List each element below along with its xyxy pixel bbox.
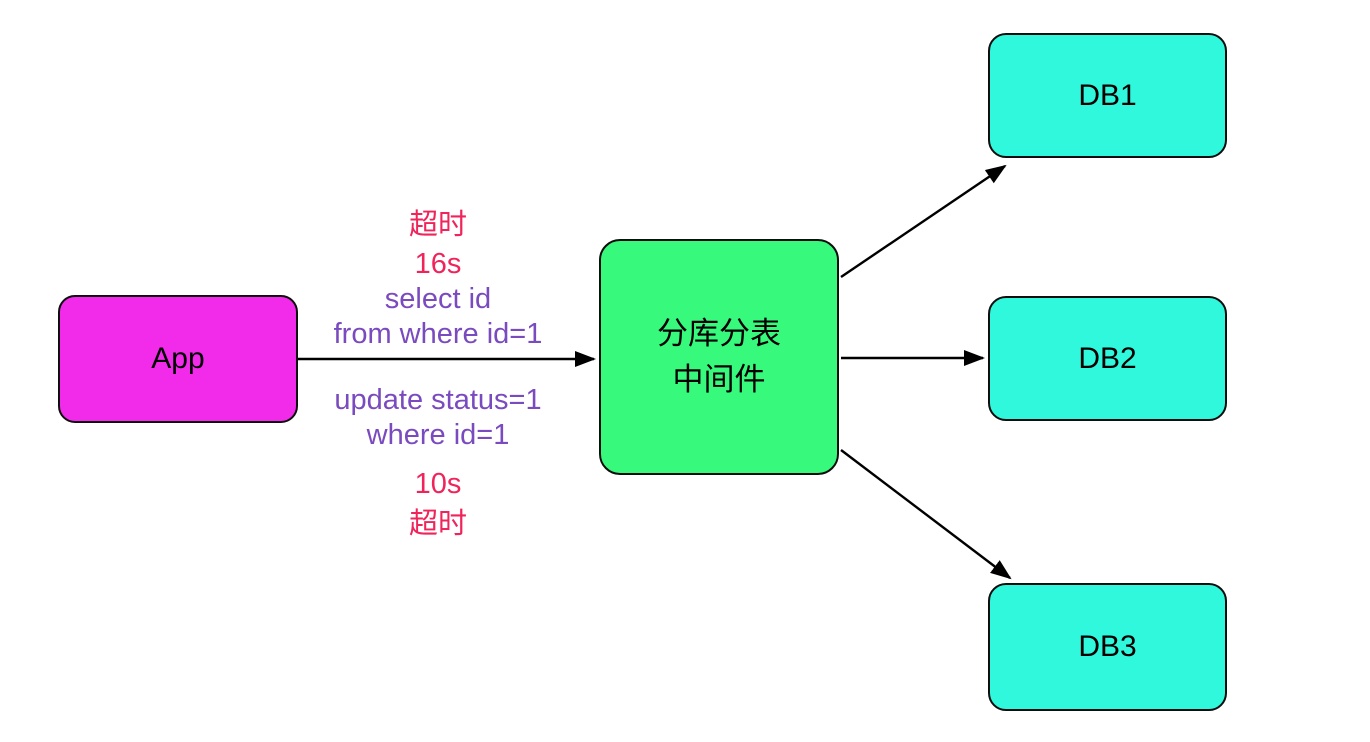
node-middleware-label-line2: 中间件 (672, 362, 766, 397)
annotation-select-query-line2: from where id=1 (333, 318, 543, 350)
arrow-middleware-to-db3 (840, 449, 1012, 580)
node-db3-label: DB3 (1078, 630, 1137, 663)
annotation-timeout-bottom-label: 超时 (408, 508, 468, 540)
node-db2: DB2 (988, 296, 1227, 421)
annotation-update-query-line2: where id=1 (366, 419, 510, 451)
arrow-middleware-to-db1 (840, 164, 1007, 278)
node-app: App (58, 295, 298, 423)
node-db1-label: DB1 (1078, 78, 1137, 112)
annotation-select-query-line1: select id (384, 283, 492, 315)
annotation-timeout-top-label: 超时 (408, 209, 468, 241)
annotation-timeout-top-value: 16s (414, 248, 462, 280)
annotation-timeout-bottom-value: 10s (414, 468, 462, 500)
annotation-update-query-line1: update status=1 (334, 384, 542, 416)
node-db1: DB1 (988, 33, 1227, 158)
node-middleware-label-line1: 分库分表 (657, 316, 781, 351)
node-db3: DB3 (988, 583, 1227, 711)
node-app-label: App (151, 342, 205, 375)
node-middleware: 分库分表 中间件 (599, 239, 839, 475)
node-db2-label: DB2 (1078, 341, 1137, 375)
